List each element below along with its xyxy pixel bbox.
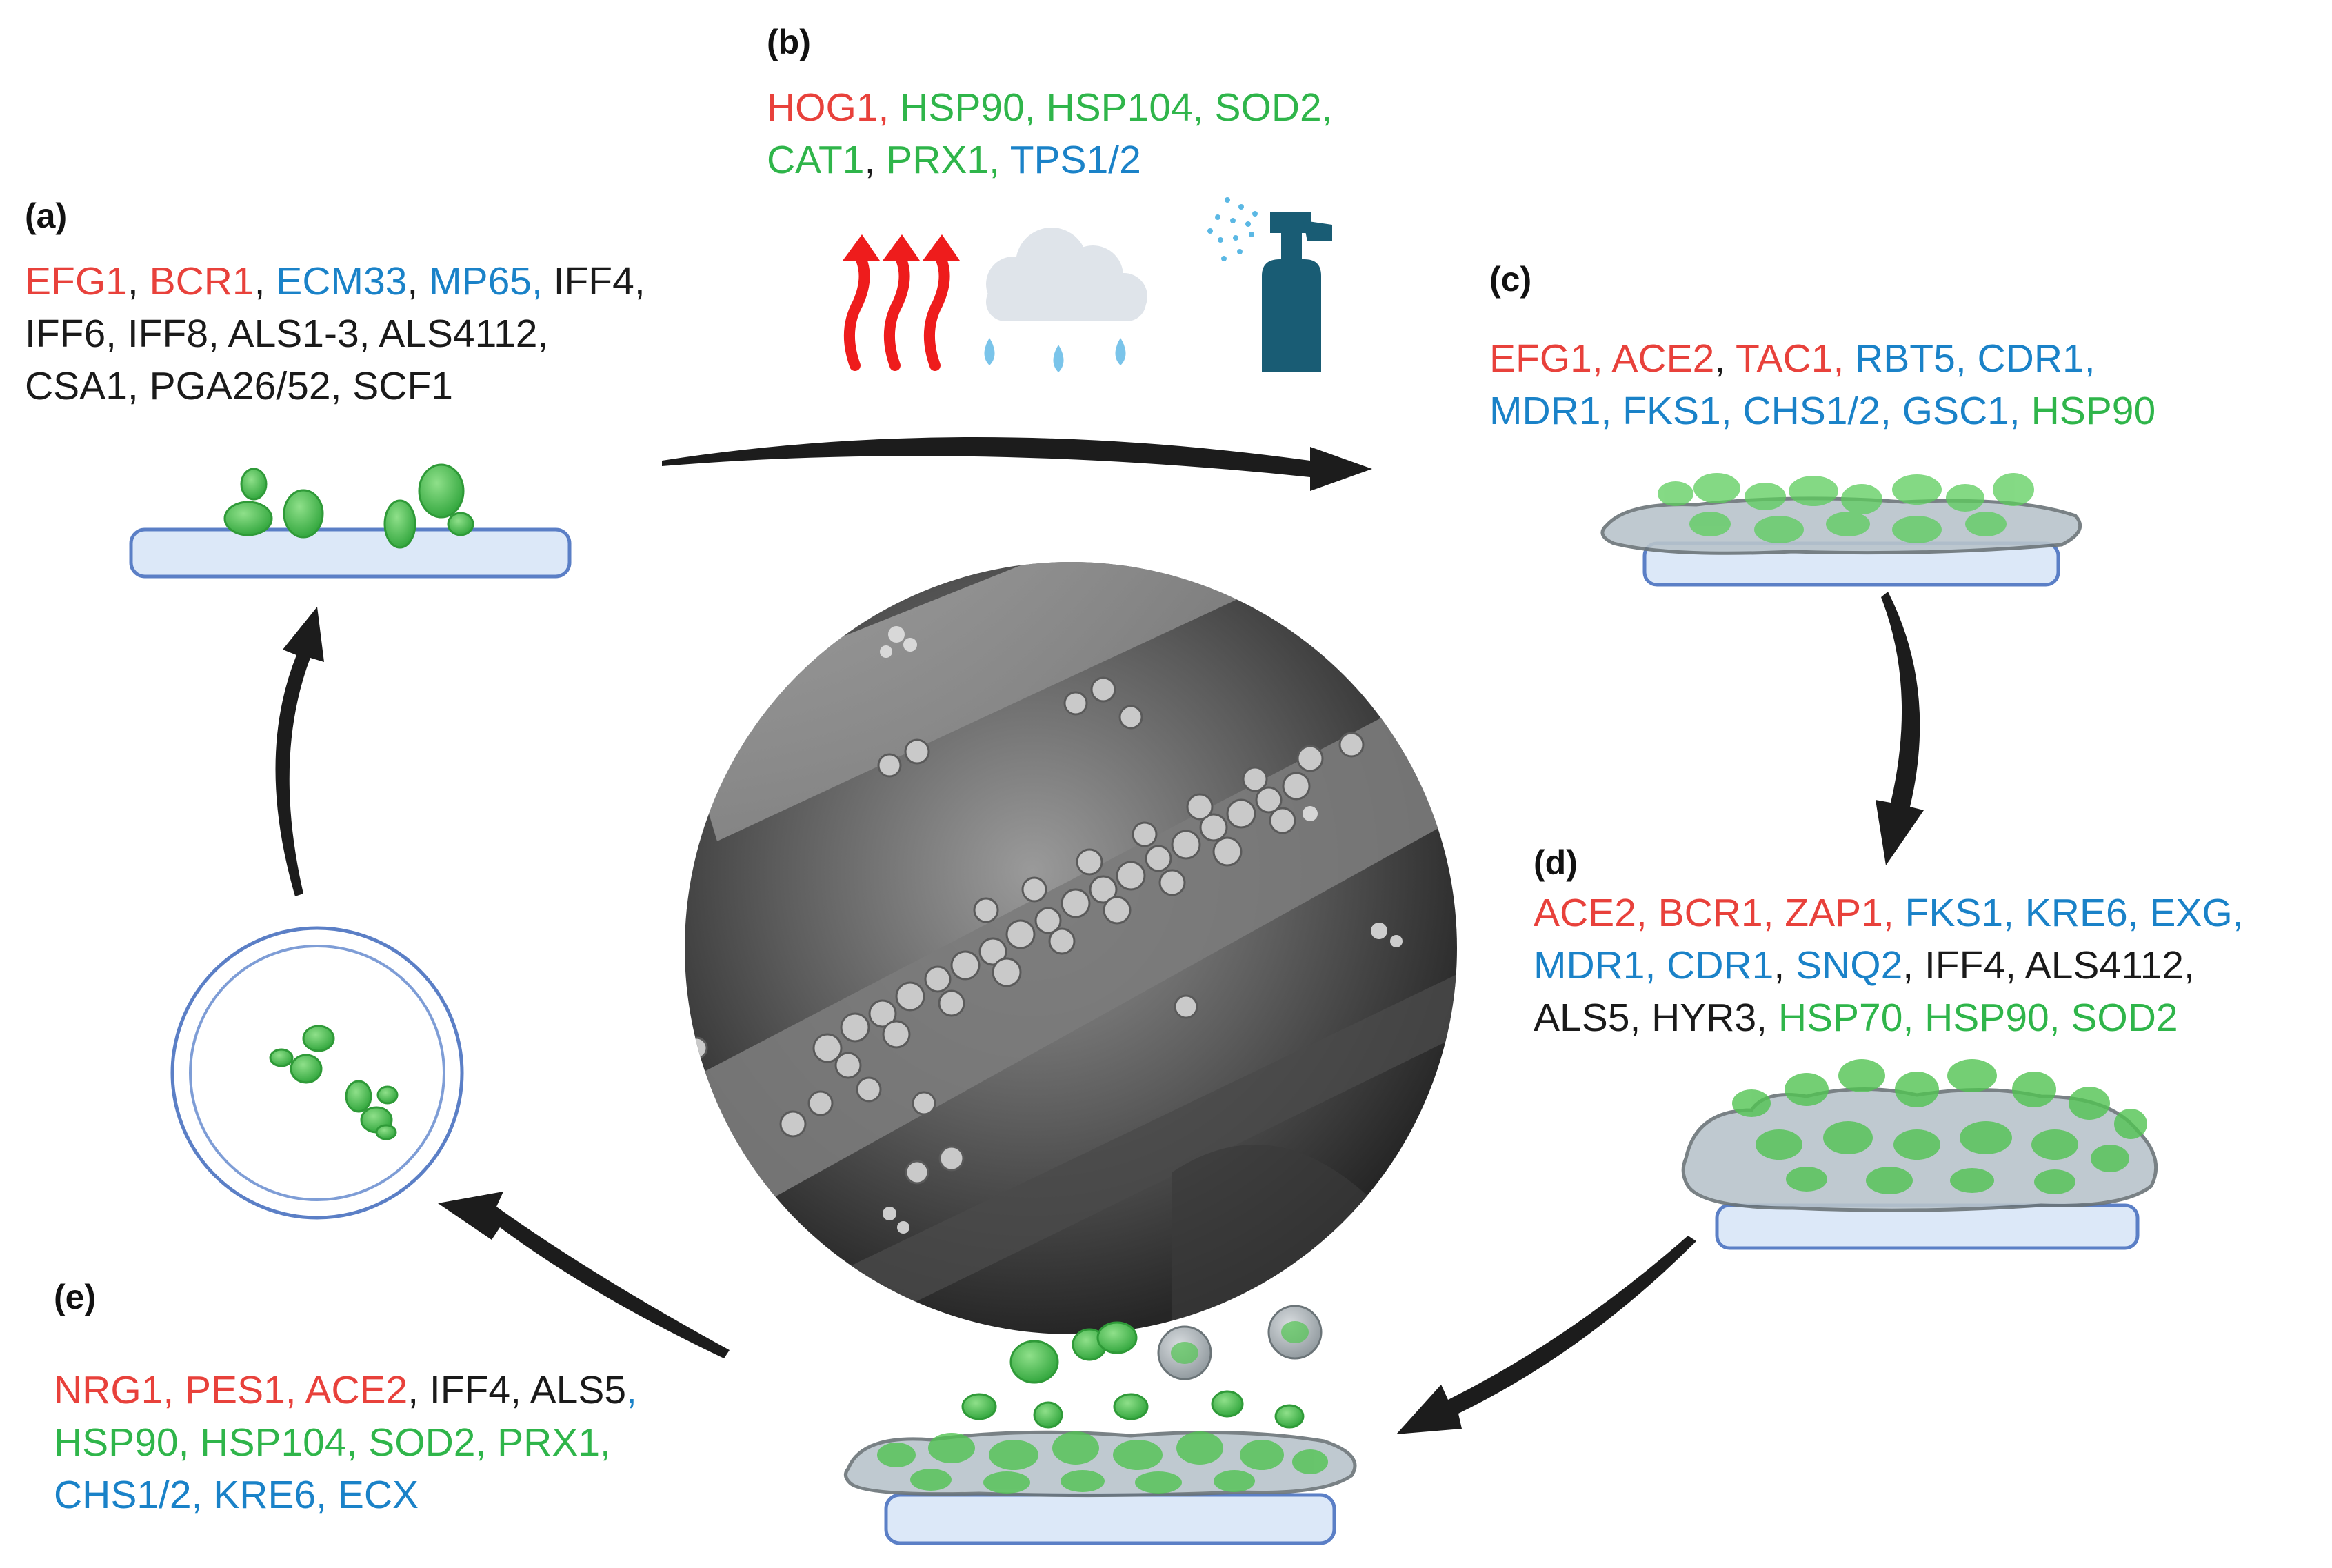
sem-micrograph	[685, 562, 1457, 1334]
gene-text: ,	[626, 1368, 637, 1412]
gene-text: ,	[864, 138, 887, 182]
gene-text: RBT5, CDR1,	[1855, 336, 2095, 381]
gene-text: SNQ2	[1796, 943, 1903, 987]
gene-line: MDR1, FKS1, CHS1/2, GSC1, HSP90	[1489, 385, 2155, 437]
gene-text: MP65,	[429, 259, 543, 303]
spray-bottle-icon	[1207, 197, 1332, 372]
stage-c-label: (c)	[1489, 260, 1532, 299]
gene-text: EFG1, ACE2	[1489, 336, 1715, 381]
arrow-cell-to-a	[275, 607, 324, 896]
gene-text: HSP90, HSP104, SOD2,	[889, 86, 1333, 130]
arrow-d-to-biofilm-dispersal	[1396, 1236, 1696, 1434]
gene-text: CSA1, PGA26/52, SCF1	[25, 364, 453, 408]
gene-text: HOG1,	[767, 86, 889, 130]
arrows	[275, 437, 1924, 1434]
arrow-e-to-cell	[438, 1192, 730, 1358]
stage-d-label: (d)	[1534, 843, 1578, 882]
gene-line: NRG1, PES1, ACE2, IFF4, ALS5,	[54, 1364, 637, 1416]
gene-text: HSP70, HSP90, SOD2	[1778, 996, 2178, 1040]
gene-line: EFG1, BCR1, ECM33, MP65, IFF4,	[25, 255, 645, 308]
gene-text: NRG1, PES1, ACE2	[54, 1368, 408, 1412]
gene-line: ALS5, HYR3, HSP70, HSP90, SOD2	[1534, 992, 2244, 1044]
gene-text: PRX1,	[886, 138, 1010, 182]
gene-text: MDR1, CDR1	[1534, 943, 1774, 987]
gene-text: , IFF4, ALS4112,	[1902, 943, 2195, 987]
gene-line: CSA1, PGA26/52, SCF1	[25, 360, 645, 412]
stage-b-genes: HOG1, HSP90, HSP104, SOD2,CAT1, PRX1, TP…	[767, 81, 1333, 186]
gene-text: ,	[1714, 336, 1736, 381]
heat-icon	[844, 250, 950, 371]
gene-text: ECM33	[276, 259, 408, 303]
stage-c-genes: EFG1, ACE2, TAC1, RBT5, CDR1,MDR1, FKS1,…	[1489, 332, 2155, 437]
gene-line: HOG1, HSP90, HSP104, SOD2,	[767, 81, 1333, 134]
gene-text: ACE2, BCR1, ZAP1,	[1534, 891, 1905, 935]
gene-line: IFF6, IFF8, ALS1-3, ALS4112,	[25, 308, 645, 360]
gene-text: EFG1	[25, 259, 128, 303]
stress-icons	[843, 197, 1332, 372]
gene-text: ,	[1773, 943, 1796, 987]
arrow-c-to-d	[1876, 592, 1924, 865]
stage-a-genes: EFG1, BCR1, ECM33, MP65, IFF4,IFF6, IFF8…	[25, 255, 645, 412]
gene-text: ,	[407, 259, 430, 303]
stage-e-genes: NRG1, PES1, ACE2, IFF4, ALS5,HSP90, HSP1…	[54, 1364, 637, 1521]
stage-d-genes: ACE2, BCR1, ZAP1, FKS1, KRE6, EXG,MDR1, …	[1534, 887, 2244, 1044]
gene-text: CAT1	[767, 138, 865, 182]
gene-line: HSP90, HSP104, SOD2, PRX1,	[54, 1416, 637, 1469]
substrate-c	[1600, 473, 2082, 587]
gene-line: CAT1, PRX1, TPS1/2	[767, 134, 1333, 186]
substrate-d	[1681, 1059, 2158, 1250]
water-droplets-icon	[984, 338, 1126, 372]
gene-text: CHS1/2, KRE6, ECX	[54, 1473, 419, 1517]
gene-text: TPS1/2	[1009, 138, 1141, 182]
stage-b-label: (b)	[767, 23, 811, 61]
stage-a-label: (a)	[25, 197, 68, 235]
substrate-a	[129, 463, 572, 579]
planktonic-cell	[170, 926, 464, 1220]
gene-text: FKS1, KRE6, EXG,	[1904, 891, 2244, 935]
gene-text: ,	[254, 259, 277, 303]
stage-e-label: (e)	[54, 1278, 97, 1316]
cloud-icon	[986, 228, 1147, 321]
gene-line: EFG1, ACE2, TAC1, RBT5, CDR1,	[1489, 332, 2155, 385]
gene-text: TAC1,	[1735, 336, 1856, 381]
gene-text: IFF6, IFF8, ALS1-3, ALS4112,	[25, 312, 549, 356]
gene-text: , IFF4, ALS5	[408, 1368, 627, 1412]
gene-line: ACE2, BCR1, ZAP1, FKS1, KRE6, EXG,	[1534, 887, 2244, 939]
gene-line: MDR1, CDR1, SNQ2, IFF4, ALS4112,	[1534, 939, 2244, 992]
gene-text: IFF4,	[542, 259, 645, 303]
arrow-a-to-c	[662, 437, 1372, 491]
gene-line: CHS1/2, KRE6, ECX	[54, 1469, 637, 1521]
substrate-e	[844, 1305, 1357, 1545]
gene-text: ,	[127, 259, 150, 303]
gene-text: HSP90, HSP104, SOD2, PRX1,	[54, 1420, 611, 1465]
gene-text: ALS5, HYR3,	[1534, 996, 1778, 1040]
gene-text: BCR1	[149, 259, 254, 303]
gene-text: HSP90	[2031, 389, 2156, 433]
gene-text: MDR1, FKS1, CHS1/2, GSC1,	[1489, 389, 2031, 433]
